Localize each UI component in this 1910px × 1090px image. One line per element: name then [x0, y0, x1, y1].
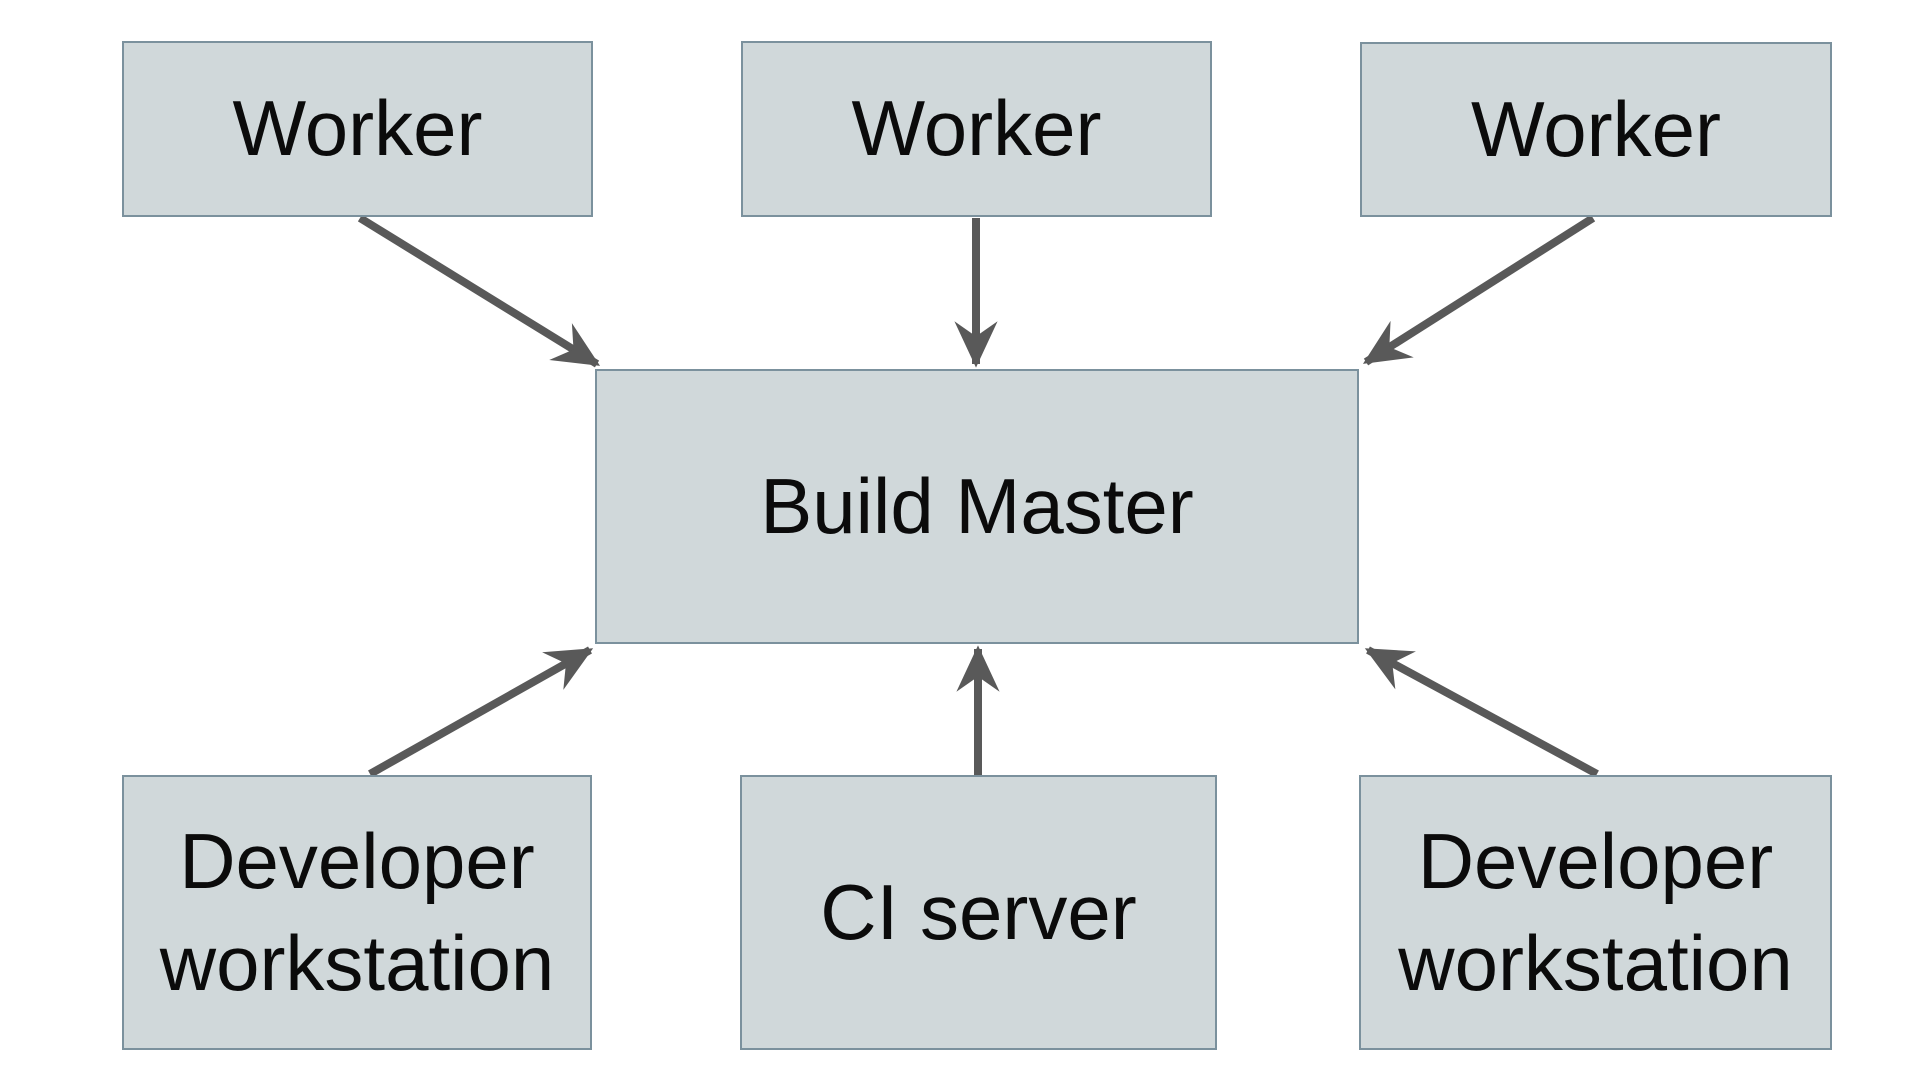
node-dev-workstation-2: Developer workstation — [1359, 775, 1832, 1050]
node-label: Build Master — [760, 461, 1194, 550]
node-worker-2: Worker — [741, 41, 1212, 217]
edge-dev-workstation-2-to-build-master — [1364, 646, 1599, 778]
node-dev-workstation-1: Developer workstation — [122, 775, 592, 1050]
edge-worker-1-to-build-master — [357, 214, 601, 368]
edge-dev-workstation-1-to-build-master — [368, 646, 594, 778]
node-build-master: Build Master — [595, 369, 1359, 644]
node-worker-1: Worker — [122, 41, 593, 217]
node-label: CI server — [820, 867, 1137, 956]
node-label: Worker — [851, 84, 1102, 173]
node-worker-3: Worker — [1360, 42, 1832, 217]
node-label: Worker — [232, 84, 483, 173]
node-ci-server: CI server — [740, 775, 1217, 1050]
edge-worker-3-to-build-master — [1362, 214, 1596, 366]
node-label: Developer workstation — [159, 817, 555, 1007]
node-label: Worker — [1471, 84, 1721, 173]
node-label: Developer workstation — [1398, 817, 1793, 1007]
